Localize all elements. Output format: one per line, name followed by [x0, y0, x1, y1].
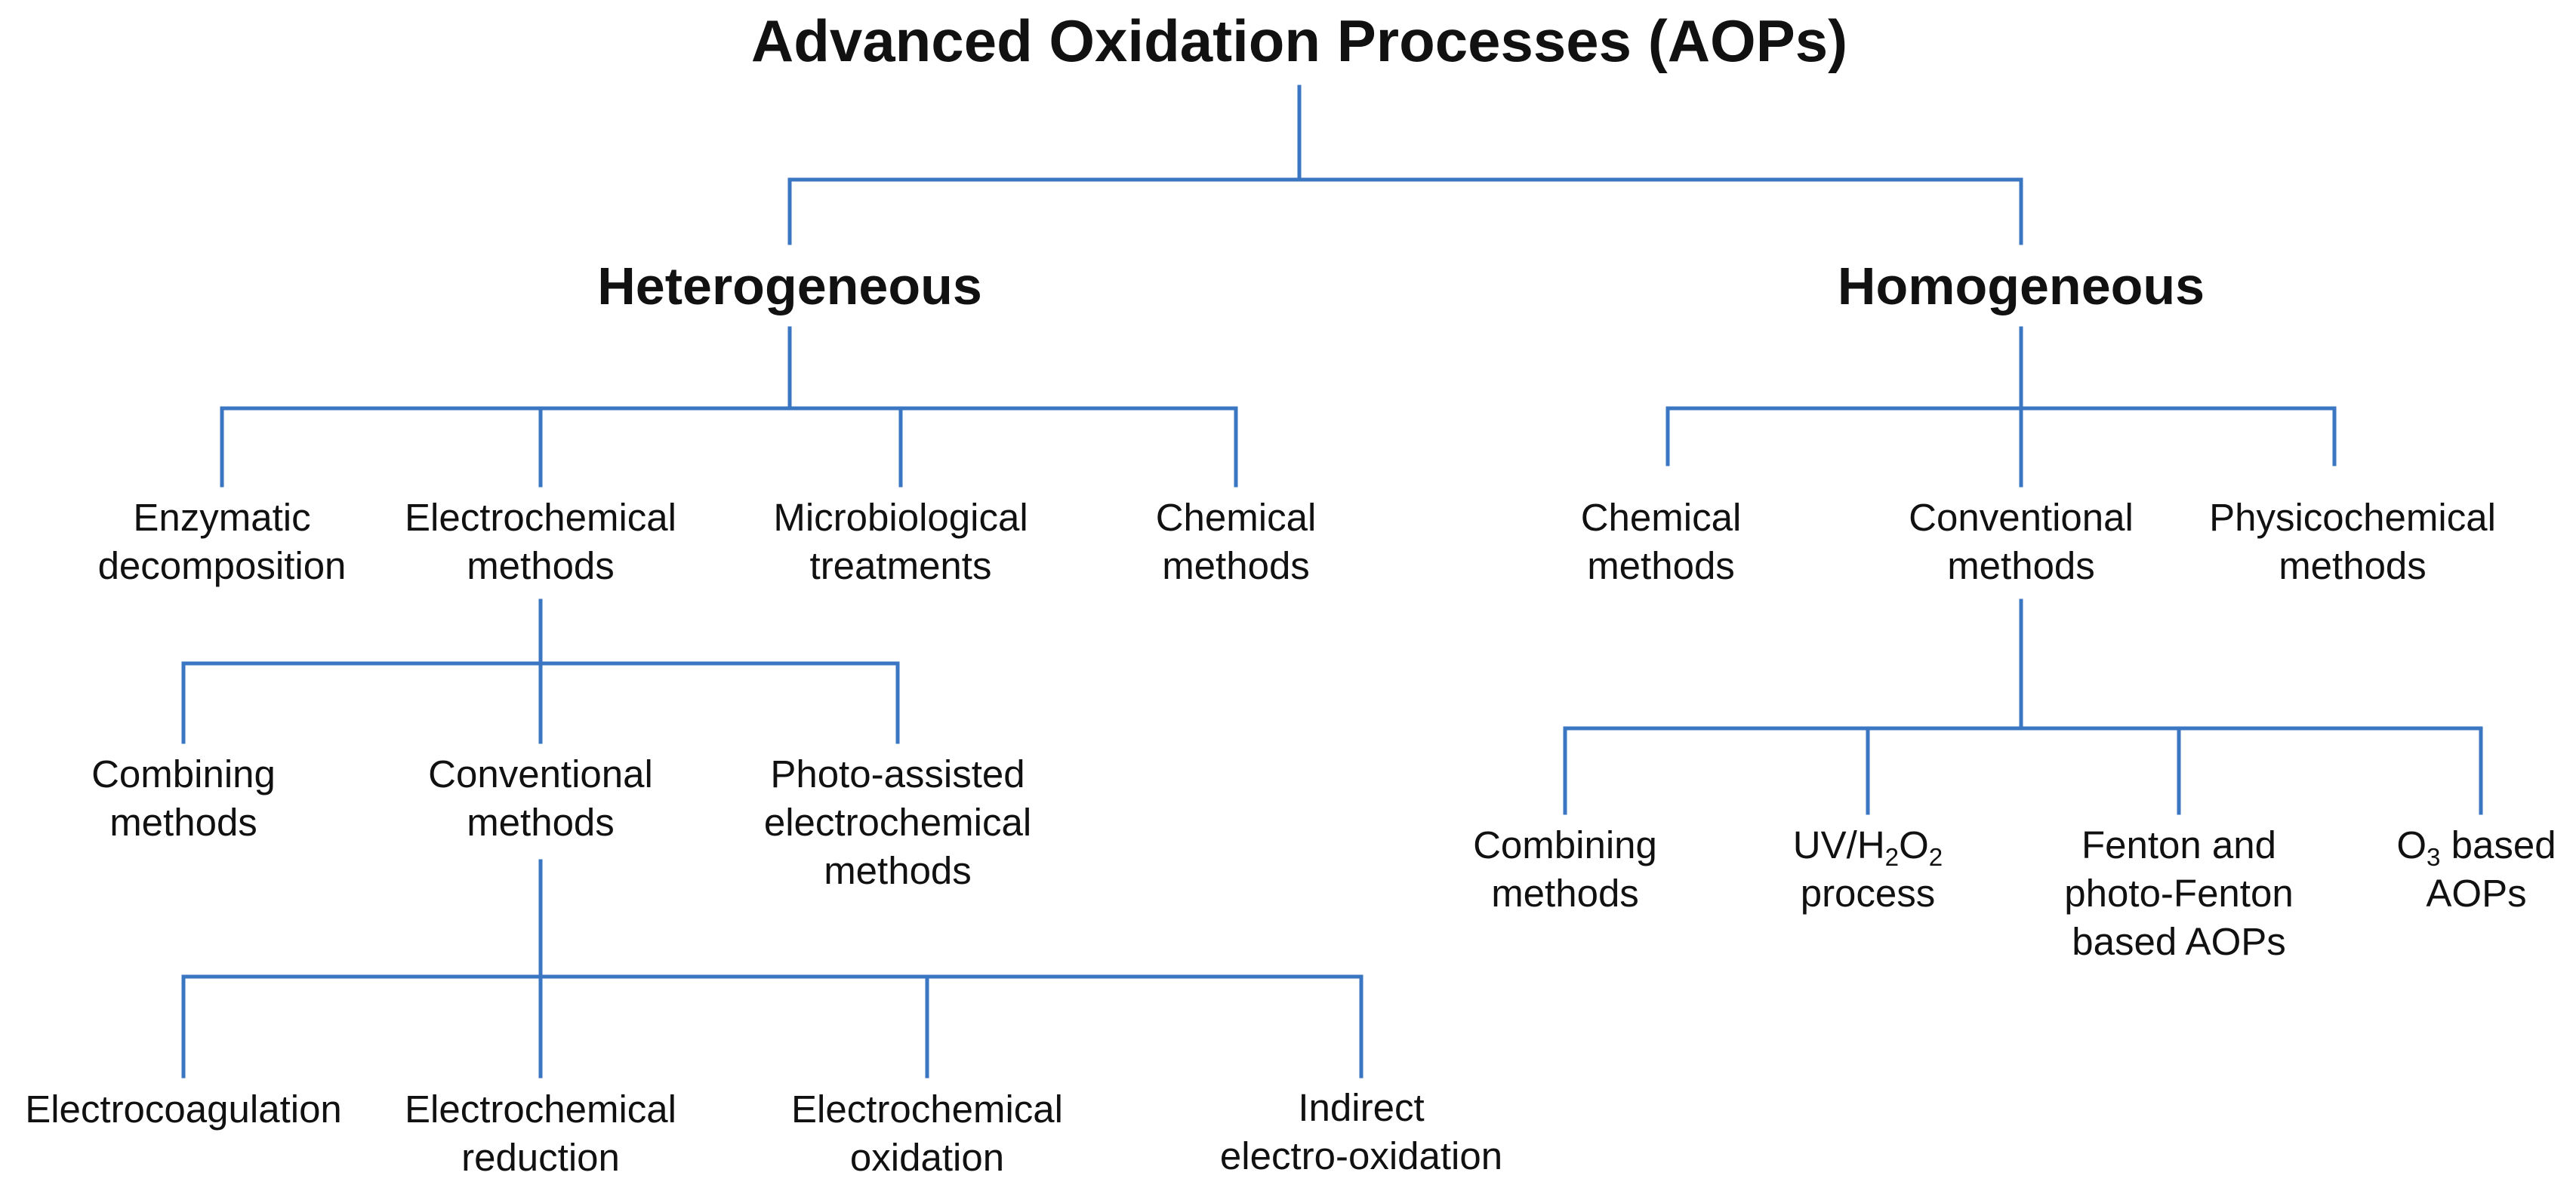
node-label-line: methods [467, 544, 615, 587]
node-o3-based-aops: O3 based AOPs [2396, 821, 2556, 918]
node-label-line: methods [1491, 872, 1639, 915]
node-combining-methods-homogeneous: Combining methods [1473, 821, 1657, 918]
node-label-line: treatments [809, 544, 992, 587]
node-chemical-methods-heterogeneous: Chemical methods [1156, 494, 1317, 590]
node-fenton-photo-fenton-aops: Fenton and photo-Fenton based AOPs [2064, 821, 2293, 966]
node-label-line: Fenton and [2081, 823, 2277, 866]
node-label-line: methods [824, 849, 972, 892]
node-label-line: Chemical [1580, 496, 1742, 539]
node-label-line: oxidation [849, 1136, 1005, 1179]
title-text: Advanced Oxidation Processes (AOPs) [750, 8, 1848, 74]
node-label-line: decomposition [97, 544, 347, 587]
node-label-line: Electrochemical [791, 1088, 1063, 1131]
formula-part: O [2396, 823, 2427, 866]
node-indirect-electro-oxidation: Indirect electro-oxidation [1220, 1084, 1502, 1180]
node-photo-assisted-electrochemical-methods: Photo-assisted electrochemical methods [764, 750, 1031, 895]
node-label-line: photo-Fenton [2064, 872, 2294, 915]
node-label-formula: O3 based [2396, 821, 2556, 872]
node-chemical-methods-homogeneous: Chemical methods [1581, 494, 1742, 590]
node-label-line: Conventional [428, 752, 653, 795]
node-label-formula: UV/H2O2 [1792, 821, 1943, 872]
node-label-line: Photo-assisted [770, 752, 1025, 795]
node-label-line: methods [1162, 544, 1310, 587]
formula-part: UV/H [1792, 823, 1885, 866]
node-label-line: Combining [1473, 823, 1657, 866]
node-microbiological-treatments: Microbiological treatments [773, 494, 1028, 590]
node-label-line: based AOPs [2072, 920, 2286, 963]
node-label-line: Enzymatic [133, 496, 311, 539]
formula-subscript: 2 [1884, 843, 1900, 872]
node-label-line: Indirect [1298, 1086, 1425, 1129]
node-electrocoagulation: Electrocoagulation [25, 1085, 342, 1134]
node-label-line: electrochemical [763, 801, 1032, 844]
node-label-line: Physicochemical [2209, 496, 2496, 539]
diagram-title: Advanced Oxidation Processes (AOPs) [751, 5, 1847, 77]
formula-part: O [1899, 823, 1929, 866]
node-electrochemical-oxidation: Electrochemical oxidation [791, 1085, 1063, 1182]
node-label-line: Electrocoagulation [25, 1088, 342, 1131]
node-electrochemical-methods: Electrochemical methods [405, 494, 676, 590]
node-heterogeneous: Heterogeneous [597, 254, 982, 319]
node-physicochemical-methods: Physicochemical methods [2209, 494, 2496, 590]
node-label-line: methods [1947, 544, 2095, 587]
node-label-line: AOPs [2426, 872, 2527, 915]
node-combining-methods-heterogeneous: Combining methods [91, 750, 276, 847]
node-label-line: Electrochemical [405, 496, 676, 539]
node-label-line: methods [1587, 544, 1735, 587]
node-electrochemical-reduction: Electrochemical reduction [405, 1085, 676, 1182]
node-label-line: Chemical [1155, 496, 1317, 539]
node-homogeneous: Homogeneous [1838, 254, 2205, 319]
node-label-line: methods [109, 801, 257, 844]
formula-part: based [2440, 823, 2556, 866]
node-label-line: Microbiological [773, 496, 1028, 539]
node-label-line: Conventional [1909, 496, 2134, 539]
node-label-line: Electrochemical [405, 1088, 676, 1131]
formula-subscript: 3 [2427, 843, 2441, 872]
node-conventional-methods-homogeneous: Conventional methods [1909, 494, 2134, 590]
node-label-line: methods [2279, 544, 2427, 587]
node-enzymatic-decomposition: Enzymatic decomposition [98, 494, 347, 590]
node-uv-h2o2-process: UV/H2O2 process [1793, 821, 1943, 918]
node-label-line: electro-oxidation [1219, 1134, 1503, 1177]
formula-subscript: 2 [1928, 843, 1943, 872]
node-label-line: methods [467, 801, 615, 844]
node-label-line: process [1800, 872, 1936, 915]
node-label: Homogeneous [1837, 257, 2205, 315]
node-label: Heterogeneous [597, 257, 982, 315]
node-conventional-methods-heterogeneous: Conventional methods [428, 750, 653, 847]
node-label-line: reduction [461, 1136, 620, 1179]
node-label-line: Combining [91, 752, 276, 795]
